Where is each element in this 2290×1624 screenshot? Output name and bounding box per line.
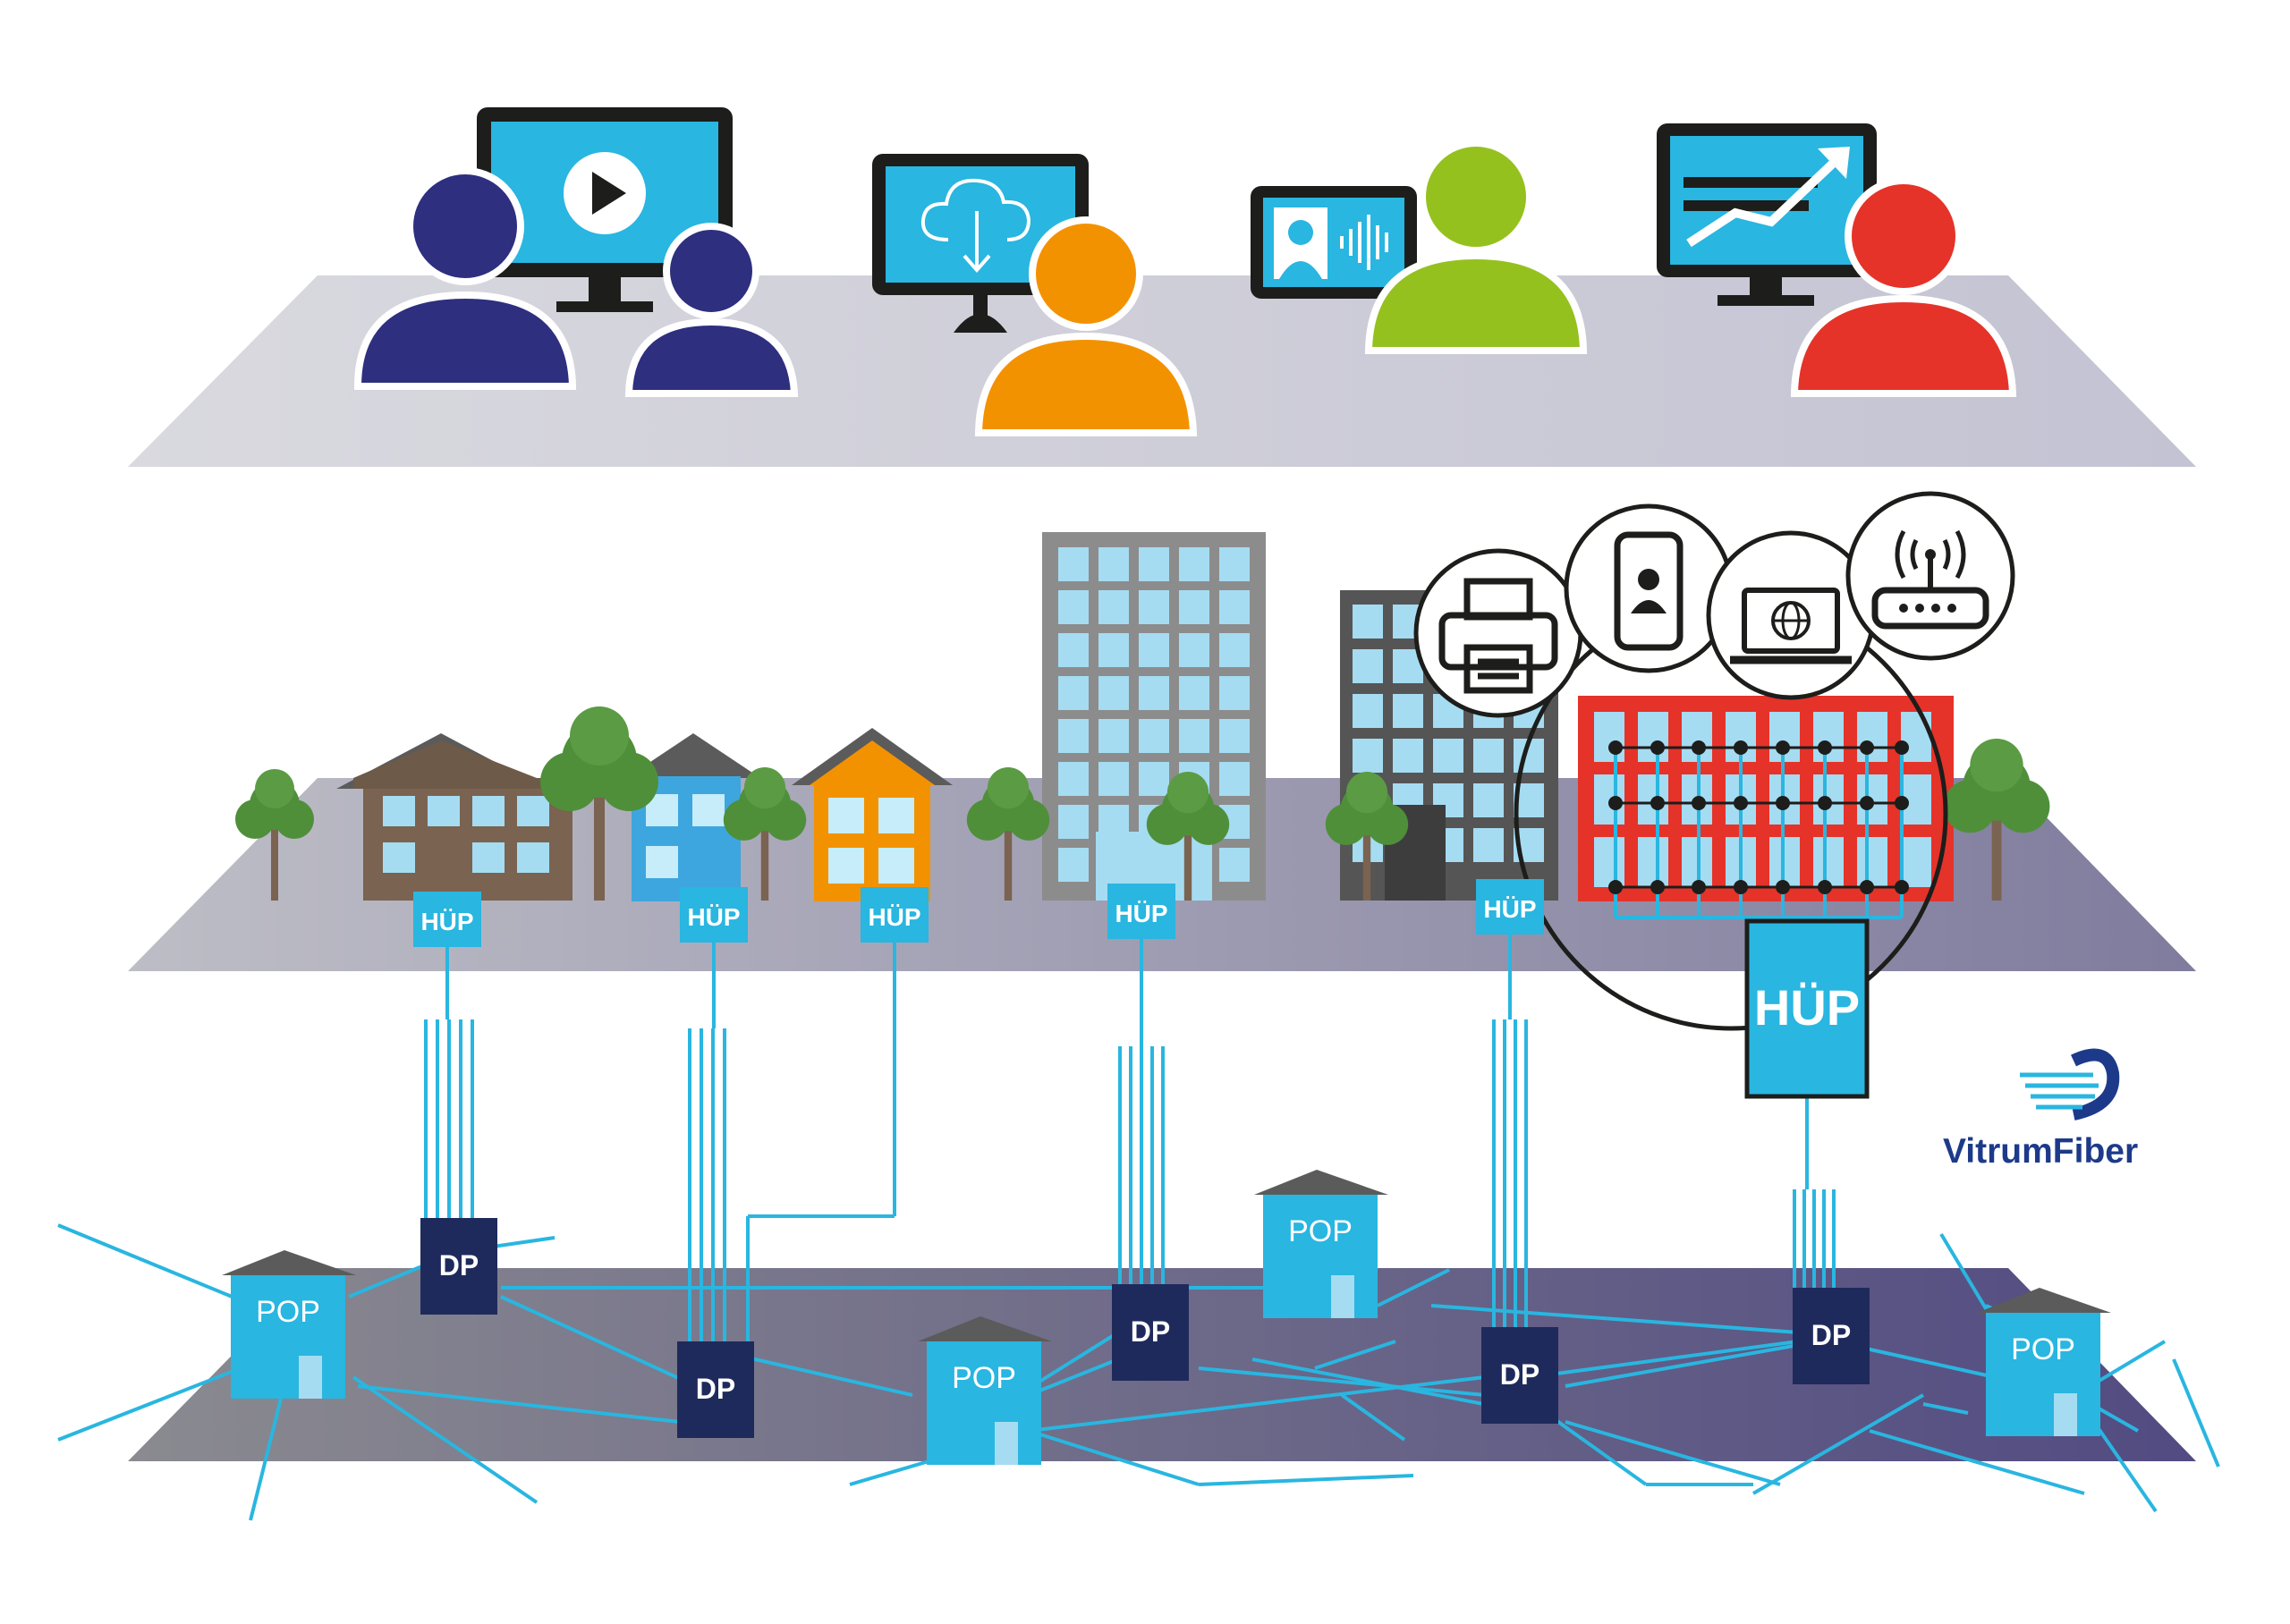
house-orange: [792, 728, 953, 901]
laptop-globe-icon: [1730, 588, 1852, 664]
pop-house-1: POP: [222, 1250, 356, 1399]
user-navy-small: [624, 223, 799, 397]
trees: [235, 706, 2050, 901]
dp-box-1: DP: [420, 1218, 497, 1315]
user-red: [1790, 177, 2017, 397]
dp-box-4: DP: [1481, 1327, 1558, 1424]
user-navy-large: [353, 167, 577, 390]
vitrumfiber-logo: VitrumFiber: [1943, 1048, 2138, 1171]
dp-box-5: DP: [1793, 1288, 1870, 1384]
hup-label: HÜP: [687, 903, 740, 931]
hup-label: HÜP: [420, 908, 473, 935]
hup-box-4: HÜP: [1107, 884, 1175, 939]
laptop-bubble: [1706, 530, 1876, 700]
hup-box-1: HÜP: [413, 892, 481, 947]
hup-box-3: HÜP: [861, 887, 929, 943]
vitrumfiber-logo-mark: [2020, 1048, 2120, 1121]
smartphone-bubble: [1564, 503, 1734, 673]
pop-house-4: POP: [1977, 1288, 2111, 1436]
chart-growth-icon: [1684, 147, 1850, 248]
printer-bubble: [1413, 548, 1583, 718]
router-bubble: [1845, 491, 2015, 661]
dp-label: DP: [1500, 1358, 1539, 1391]
hup-label: HÜP: [1483, 895, 1536, 923]
dp-label: DP: [439, 1249, 479, 1281]
hup-label: HÜP: [1115, 900, 1167, 927]
play-icon: [564, 152, 646, 234]
video-monitor: [477, 107, 733, 312]
pop-label: POP: [256, 1295, 320, 1329]
video-call-tablet: [1251, 186, 1417, 299]
dp-label: DP: [1811, 1319, 1851, 1351]
user-orange: [974, 216, 1198, 436]
pop-label: POP: [1288, 1214, 1353, 1248]
pop-house-2: POP: [918, 1316, 1052, 1465]
in-building-wiring: [1608, 740, 1909, 919]
dp-label: DP: [696, 1373, 735, 1405]
brand-name: VitrumFiber: [1943, 1132, 2138, 1171]
dp-box-3: DP: [1112, 1284, 1189, 1381]
pop-house-3: POP: [1254, 1170, 1388, 1318]
hup-box-5: HÜP: [1476, 879, 1544, 935]
office-red: [1578, 696, 1954, 901]
user-green: [1364, 140, 1588, 354]
smartphone-icon: [1614, 531, 1684, 651]
video-call-icon: [1274, 207, 1388, 279]
dp-label: DP: [1131, 1315, 1170, 1348]
cloud-download-icon: [920, 178, 1031, 274]
house-brown: [336, 733, 572, 901]
hup-box-2: HÜP: [680, 887, 748, 943]
chart-monitor: [1657, 123, 1877, 306]
hup-label: HÜP: [868, 903, 920, 931]
hup-box-large: HÜP: [1744, 918, 1870, 1099]
printer-icon: [1438, 578, 1558, 694]
wifi-router-icon: [1871, 529, 1989, 630]
hup-label-large: HÜP: [1754, 979, 1860, 1036]
dp-box-2: DP: [677, 1341, 754, 1438]
pop-label: POP: [952, 1361, 1016, 1395]
office-tower: [1042, 532, 1266, 901]
pop-label: POP: [2011, 1332, 2075, 1366]
